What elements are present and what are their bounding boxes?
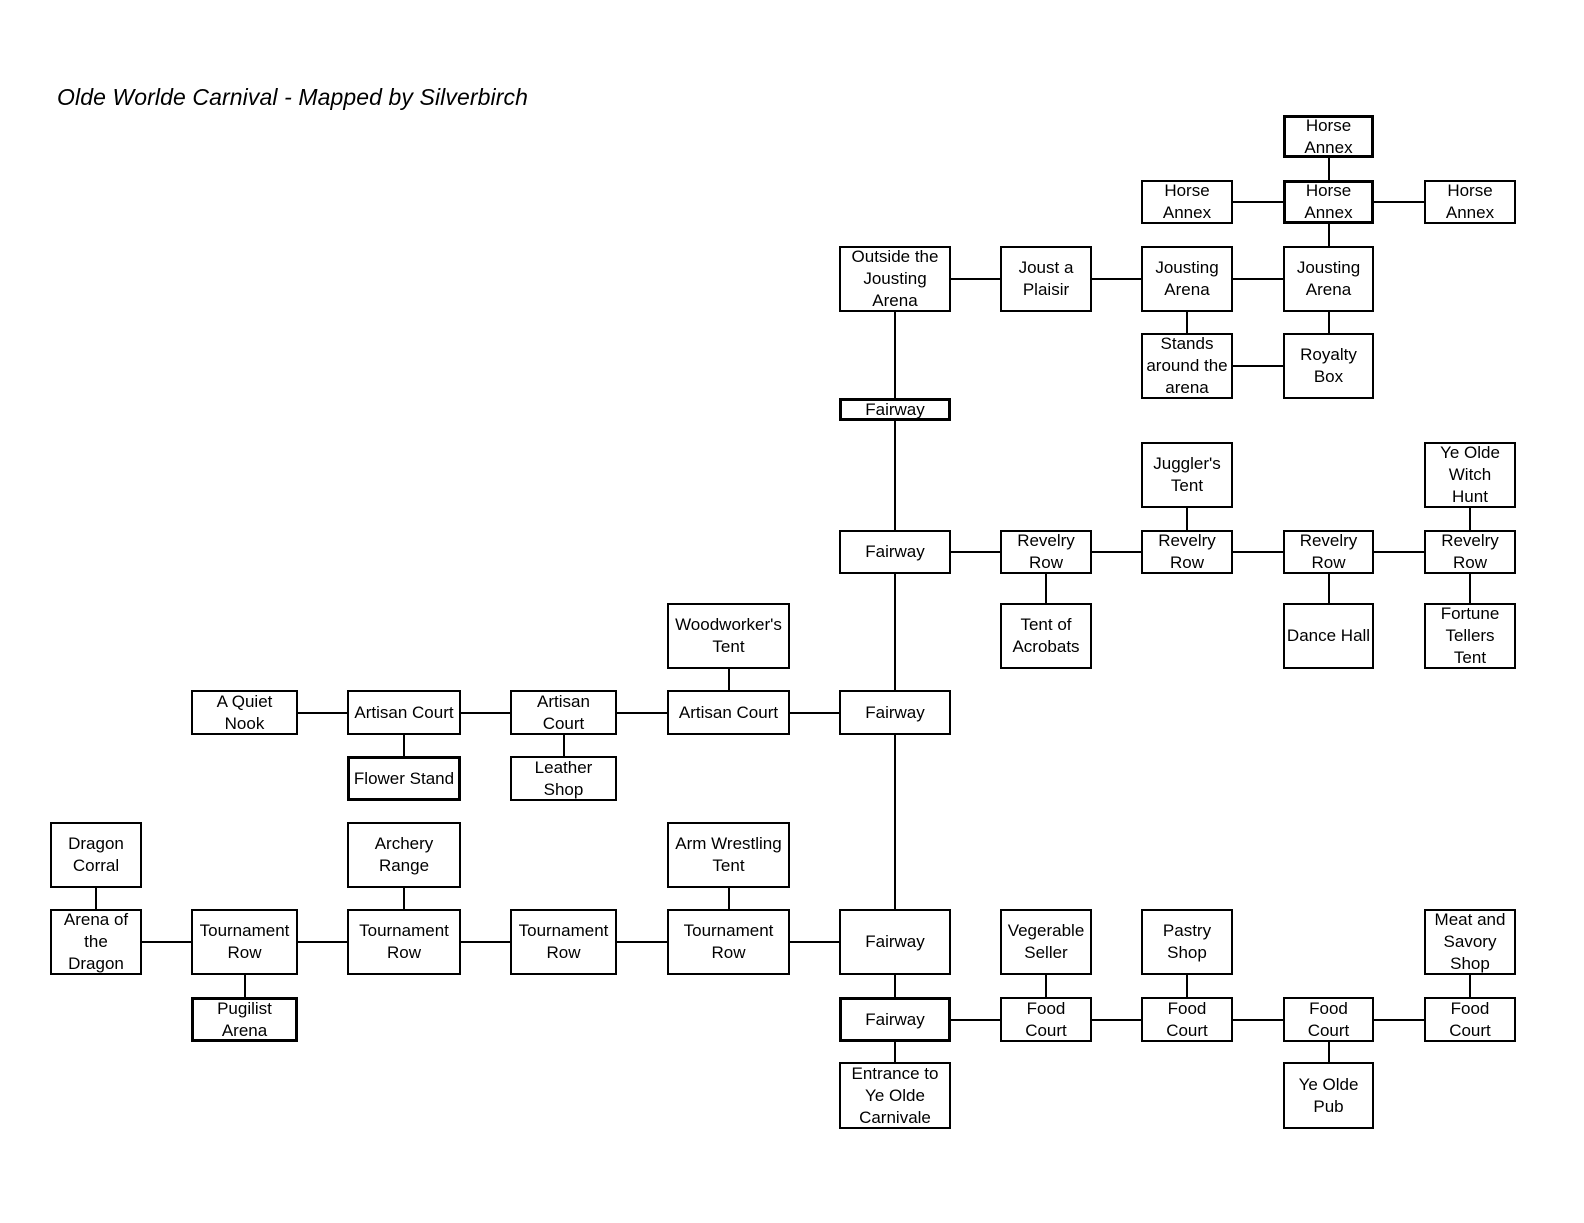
room-ye-olde-witch-hunt[interactable]: Ye Olde Witch Hunt bbox=[1424, 442, 1516, 508]
room-revelry-row-4[interactable]: Revelry Row bbox=[1424, 530, 1516, 574]
room-horse-annex-left[interactable]: Horse Annex bbox=[1141, 180, 1233, 224]
room-pastry-shop[interactable]: Pastry Shop bbox=[1141, 909, 1233, 975]
room-fairway-artisan[interactable]: Fairway bbox=[839, 690, 951, 735]
room-horse-annex-right[interactable]: Horse Annex bbox=[1424, 180, 1516, 224]
room-dragon-corral[interactable]: Dragon Corral bbox=[50, 822, 142, 888]
room-arm-wrestling-tent[interactable]: Arm Wrestling Tent bbox=[667, 822, 790, 888]
room-horse-annex-top[interactable]: Horse Annex bbox=[1283, 115, 1374, 158]
room-tent-of-acrobats[interactable]: Tent of Acrobats bbox=[1000, 603, 1092, 669]
room-tournament-row-2[interactable]: Tournament Row bbox=[347, 909, 461, 975]
room-leather-shop[interactable]: Leather Shop bbox=[510, 756, 617, 801]
room-jousting-arena-right[interactable]: Jousting Arena bbox=[1283, 246, 1374, 312]
map-title: Olde Worlde Carnival - Mapped by Silverb… bbox=[57, 84, 528, 110]
room-a-quiet-nook[interactable]: A Quiet Nook bbox=[191, 690, 298, 735]
room-fairway-upper[interactable]: Fairway bbox=[839, 398, 951, 421]
room-ye-olde-pub[interactable]: Ye Olde Pub bbox=[1283, 1062, 1374, 1129]
room-food-court-4[interactable]: Food Court bbox=[1424, 997, 1516, 1042]
room-artisan-court-1[interactable]: Artisan Court bbox=[347, 690, 461, 735]
room-horse-annex-center[interactable]: Horse Annex bbox=[1283, 180, 1374, 224]
room-royalty-box[interactable]: Royalty Box bbox=[1283, 333, 1374, 399]
room-stands-around-arena[interactable]: Stands around the arena bbox=[1141, 333, 1233, 399]
room-archery-range[interactable]: Archery Range bbox=[347, 822, 461, 888]
room-tournament-row-1[interactable]: Tournament Row bbox=[191, 909, 298, 975]
room-fairway-food[interactable]: Fairway bbox=[839, 997, 951, 1042]
room-food-court-3[interactable]: Food Court bbox=[1283, 997, 1374, 1042]
room-outside-jousting-arena[interactable]: Outside the Jousting Arena bbox=[839, 246, 951, 312]
room-meat-savory-shop[interactable]: Meat and Savory Shop bbox=[1424, 909, 1516, 975]
room-artisan-court-3[interactable]: Artisan Court bbox=[667, 690, 790, 735]
room-arena-of-the-dragon[interactable]: Arena of the Dragon bbox=[50, 909, 142, 975]
room-tournament-row-4[interactable]: Tournament Row bbox=[667, 909, 790, 975]
room-food-court-2[interactable]: Food Court bbox=[1141, 997, 1233, 1042]
room-revelry-row-3[interactable]: Revelry Row bbox=[1283, 530, 1374, 574]
room-jousting-arena-left[interactable]: Jousting Arena bbox=[1141, 246, 1233, 312]
room-vegerable-seller[interactable]: Vegerable Seller bbox=[1000, 909, 1092, 975]
room-entrance[interactable]: Entrance to Ye Olde Carnivale bbox=[839, 1062, 951, 1129]
room-tournament-row-3[interactable]: Tournament Row bbox=[510, 909, 617, 975]
room-artisan-court-2[interactable]: Artisan Court bbox=[510, 690, 617, 735]
room-fairway-tournament[interactable]: Fairway bbox=[839, 909, 951, 975]
room-fortune-tellers-tent[interactable]: Fortune Tellers Tent bbox=[1424, 603, 1516, 669]
room-flower-stand[interactable]: Flower Stand bbox=[347, 756, 461, 801]
room-fairway-revelry[interactable]: Fairway bbox=[839, 530, 951, 574]
room-pugilist-arena[interactable]: Pugilist Arena bbox=[191, 997, 298, 1042]
room-dance-hall[interactable]: Dance Hall bbox=[1283, 603, 1374, 669]
room-revelry-row-1[interactable]: Revelry Row bbox=[1000, 530, 1092, 574]
room-jugglers-tent[interactable]: Juggler's Tent bbox=[1141, 442, 1233, 508]
room-joust-a-plaisir[interactable]: Joust a Plaisir bbox=[1000, 246, 1092, 312]
room-revelry-row-2[interactable]: Revelry Row bbox=[1141, 530, 1233, 574]
room-woodworkers-tent[interactable]: Woodworker's Tent bbox=[667, 603, 790, 669]
room-food-court-1[interactable]: Food Court bbox=[1000, 997, 1092, 1042]
